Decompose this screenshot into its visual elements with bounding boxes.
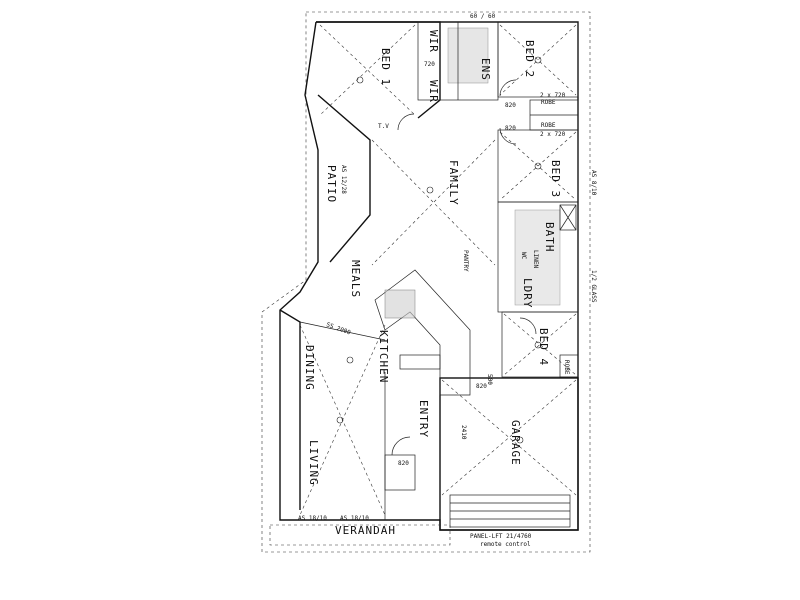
- light-point-family: [426, 186, 434, 194]
- room-label-patio: PATIO: [325, 165, 338, 203]
- window-label-as2: AS 18/10: [340, 515, 369, 522]
- family-diag-a: [371, 139, 496, 266]
- sink-unit: [399, 354, 441, 370]
- bed4-diag-b: [503, 313, 577, 376]
- family-diag-b: [371, 139, 496, 266]
- bed2-diag-b: [499, 24, 577, 96]
- window-label-as4: AS 8/10: [590, 170, 597, 196]
- door-dimension-820a: 820: [505, 102, 516, 109]
- robe-dimension-2: 2 x 720: [540, 131, 566, 138]
- room-label-wc: WC: [520, 252, 527, 260]
- room-label-family: FAMILY: [447, 160, 460, 206]
- room-label-bed4: BED 4: [537, 328, 550, 366]
- verandah-outline: [269, 524, 451, 546]
- light-point-bed1: [356, 76, 364, 84]
- vanity-box: [559, 204, 577, 231]
- garage-door-panel-label: PANEL-LFT 21/4760: [470, 533, 532, 540]
- dining-living-wall: [279, 309, 301, 510]
- garage: [439, 377, 579, 531]
- living-diag-b: [299, 324, 386, 516]
- bed3-diag-b: [499, 131, 577, 201]
- glass-label: 1/2 GLASS: [590, 270, 597, 303]
- bed2-door-swing: [499, 79, 517, 97]
- room-label-bed2: BED 2: [523, 40, 536, 78]
- light-point-bed2: [534, 56, 542, 64]
- wet-area-tiles: [514, 209, 561, 306]
- top-dimension-label: 60 / 60: [470, 13, 496, 20]
- room-label-wir2: WIR: [427, 80, 440, 103]
- robe-label-3: ROBE: [563, 360, 570, 375]
- room-label-living: LIVING: [307, 440, 320, 486]
- light-point-living: [336, 416, 344, 424]
- room-label-verandah: VERANDAH: [335, 524, 396, 537]
- dining-top-wall: [299, 321, 386, 341]
- window-label-as3: AS 12/28: [340, 165, 347, 194]
- site-boundary: [261, 11, 591, 553]
- patio-angled-wall: [317, 94, 371, 263]
- light-point-dining: [346, 356, 354, 364]
- bed1-diag-b: [319, 24, 416, 116]
- tv-point-label: T.V: [378, 123, 389, 130]
- bed2-room: [497, 21, 579, 98]
- room-label-linen: LINEN: [532, 250, 539, 268]
- dimension-2410: 2410: [460, 425, 467, 440]
- vanity-cross-b: [559, 204, 577, 231]
- bed1-diag-a: [319, 24, 416, 116]
- room-label-lndry: LDRY: [521, 278, 534, 309]
- robe-label-2: ROBE: [541, 122, 556, 129]
- room-label-bath: BATH: [543, 222, 556, 253]
- door-dimension-720: 720: [424, 61, 435, 68]
- robe-dimension-1: 2 x 720: [540, 92, 566, 99]
- ensuite-tiles: [447, 27, 489, 84]
- room-label-dining: DINING: [303, 345, 316, 391]
- bed4-robe: [559, 354, 579, 378]
- kitchen-bench: [374, 269, 471, 396]
- room-label-wir1: WIR: [427, 30, 440, 53]
- light-points: [336, 56, 542, 444]
- room-label-entry: ENTRY: [417, 400, 430, 438]
- bed4-diag-a: [503, 313, 577, 376]
- light-point-bed3: [534, 162, 542, 170]
- door-dimension-820d: 820: [398, 460, 409, 467]
- bed2-diag-a: [499, 24, 577, 96]
- room-label-bed1: BED 1: [379, 48, 392, 86]
- cooktop: [384, 289, 416, 319]
- bed1-door-swing: [397, 113, 415, 131]
- dimension-500: 500: [486, 374, 493, 385]
- light-point-garage: [516, 436, 524, 444]
- window-label-as1: AS 18/10: [298, 515, 327, 522]
- room-label-pantry: PANTRY: [462, 250, 469, 272]
- room-label-kitchen: KITCHEN: [377, 330, 390, 383]
- room-label-garage: GARAGE: [509, 420, 522, 466]
- door-dimension-820b: 820: [505, 125, 516, 132]
- room-label-meals: MEALS: [349, 260, 362, 298]
- remote-control-label: remote control: [480, 541, 531, 548]
- bed4-room: [501, 311, 579, 378]
- bed1-wall: [316, 21, 441, 119]
- bed3-door-swing: [499, 127, 517, 145]
- room-label-bed3: BED 3: [549, 160, 562, 198]
- light-point-bed4: [534, 341, 542, 349]
- door-dimension-820c: 820: [476, 383, 487, 390]
- entry-door-swing: [391, 436, 411, 456]
- bed4-door-swing: [519, 317, 537, 335]
- dimension-ss2000: SS 2000: [325, 321, 352, 336]
- robe-label-1: ROBE: [541, 99, 556, 106]
- room-label-ens: ENS: [479, 58, 492, 81]
